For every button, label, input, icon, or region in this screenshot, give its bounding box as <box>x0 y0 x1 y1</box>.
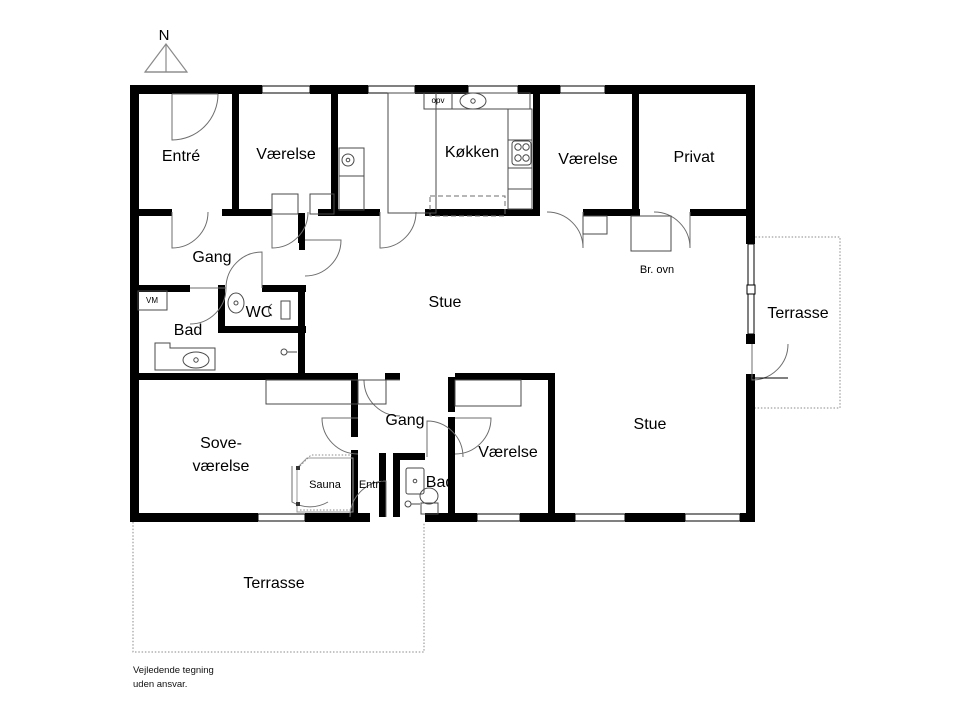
room-label-stue-lower: Stue <box>634 416 667 433</box>
room-label-kokken: Køkken <box>445 144 499 161</box>
room-label-terrasse-right: Terrasse <box>767 305 828 322</box>
sauna-fixture <box>291 454 354 513</box>
room-label-gang-top: Gang <box>192 249 231 266</box>
disclaimer-line-1: Vejledende tegning <box>133 665 214 676</box>
room-label-terrasse-bottom: Terrasse <box>243 575 304 592</box>
room-label-gang-bottom: Gang <box>385 412 424 429</box>
label-sauna: Sauna <box>309 479 342 491</box>
label-entre-bottom: Entré <box>359 479 385 491</box>
terrasse-bottom-outline <box>132 522 425 653</box>
room-label-vaerelse-2: Værelse <box>558 151 618 168</box>
terrace-sliding-door[interactable] <box>746 243 756 335</box>
door-swings <box>171 93 789 518</box>
room-label-sovevaerelse-1: Sove- <box>200 435 242 452</box>
label-vm: VM <box>146 296 158 305</box>
misc-outlines <box>265 193 672 407</box>
room-label-bad-bottom: Bad <box>426 474 454 491</box>
windows <box>257 85 741 522</box>
compass-label: N <box>159 27 170 44</box>
room-label-wc: WC <box>246 304 273 321</box>
kitchen-fixtures <box>309 92 533 217</box>
compass-north-icon <box>143 43 189 73</box>
room-label-stue-upper: Stue <box>429 294 462 311</box>
interior-walls <box>130 89 755 517</box>
room-label-vaerelse-1: Værelse <box>256 146 316 163</box>
terrasse-right-outline <box>752 236 841 409</box>
room-label-privat: Privat <box>674 149 715 166</box>
room-label-sovevaerelse-2: værelse <box>193 458 250 475</box>
label-br-ovn: Br. ovn <box>640 264 674 276</box>
room-label-bad-top: Bad <box>174 322 202 339</box>
disclaimer: Vejledende tegning uden ansvar. <box>133 665 214 690</box>
exterior-walls <box>130 85 755 522</box>
bad-bottom-fixtures <box>404 467 439 515</box>
room-label-vaerelse-3: Værelse <box>478 444 538 461</box>
label-opv: opv <box>432 96 445 105</box>
disclaimer-line-2: uden ansvar. <box>133 679 187 690</box>
room-label-entre-top: Entré <box>162 148 200 165</box>
bathroom-fixtures <box>137 290 297 371</box>
small-labels: Sauna Entré VM opv Br. ovn <box>146 96 674 491</box>
room-labels: Entré Værelse Køkken Værelse Privat Gang… <box>162 144 829 592</box>
